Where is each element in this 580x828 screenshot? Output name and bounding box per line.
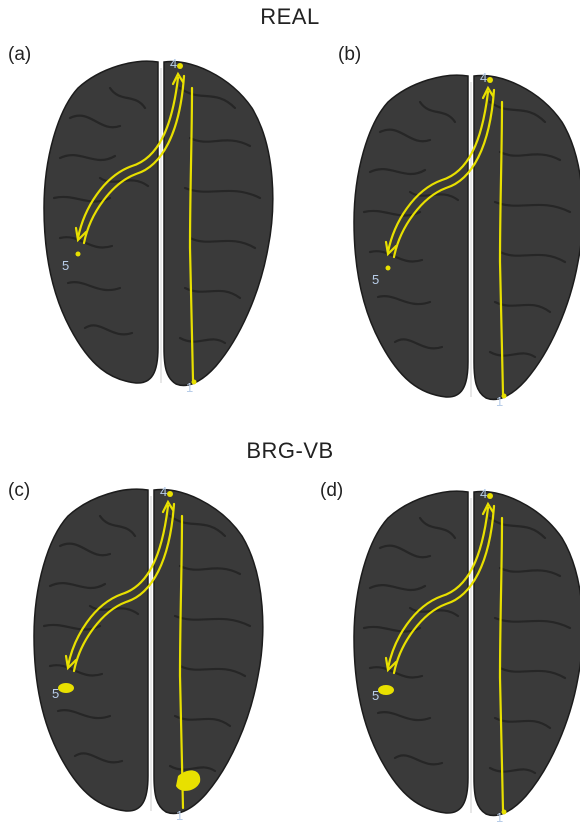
node-label-1: 1 bbox=[496, 810, 503, 825]
node-label-5: 5 bbox=[52, 686, 59, 701]
brain-diagram-d: 4 5 1 bbox=[340, 478, 580, 828]
node-4-marker bbox=[167, 491, 173, 497]
left-hemisphere bbox=[44, 61, 158, 383]
node-5-marker bbox=[58, 683, 74, 693]
node-label-1: 1 bbox=[496, 394, 503, 409]
node-5-marker bbox=[378, 685, 394, 695]
node-label-1: 1 bbox=[176, 808, 183, 823]
left-hemisphere bbox=[354, 491, 468, 813]
node-label-5: 5 bbox=[372, 688, 379, 703]
brain-surface bbox=[34, 489, 263, 813]
panel-label-a: (a) bbox=[8, 44, 31, 66]
brain-panel-d: 4 5 1 bbox=[340, 478, 580, 828]
node-label-1: 1 bbox=[186, 380, 193, 395]
brain-diagram-a: 4 5 1 bbox=[30, 48, 290, 398]
brain-diagram-c: 4 5 1 bbox=[20, 476, 280, 826]
node-4-marker bbox=[177, 63, 183, 69]
node-label-5: 5 bbox=[372, 272, 379, 287]
section-title-brg-vb: BRG-VB bbox=[0, 438, 580, 464]
left-hemisphere bbox=[34, 489, 148, 811]
node-label-4: 4 bbox=[170, 56, 177, 71]
node-4-marker bbox=[487, 77, 493, 83]
node-4-marker bbox=[487, 493, 493, 499]
brain-surface bbox=[44, 61, 273, 385]
node-5-marker bbox=[76, 252, 81, 257]
node-5-marker bbox=[386, 266, 391, 271]
left-hemisphere bbox=[354, 75, 468, 397]
node-label-5: 5 bbox=[62, 258, 69, 273]
node-label-4: 4 bbox=[480, 486, 487, 501]
node-label-4: 4 bbox=[160, 484, 167, 499]
brain-panel-a: 4 5 1 bbox=[30, 48, 290, 398]
brain-surface bbox=[354, 75, 580, 399]
brain-surface bbox=[354, 491, 580, 815]
node-label-4: 4 bbox=[480, 70, 487, 85]
brain-panel-c: 4 5 1 bbox=[20, 476, 280, 826]
section-title-real: REAL bbox=[0, 4, 580, 30]
brain-diagram-b: 4 5 1 bbox=[340, 62, 580, 412]
brain-panel-b: 4 5 1 bbox=[340, 62, 580, 412]
